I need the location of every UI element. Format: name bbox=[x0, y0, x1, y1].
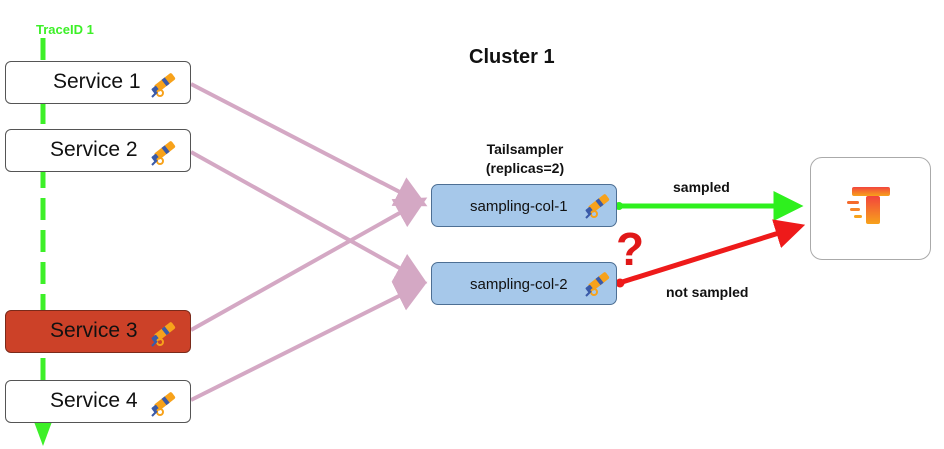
service-2-box[interactable]: Service 2 bbox=[5, 129, 191, 172]
service-1-box[interactable]: Service 1 bbox=[5, 61, 191, 104]
trace-label: TraceID 1 bbox=[36, 22, 94, 37]
service-edges bbox=[190, 82, 428, 402]
service-label: Service 2 bbox=[50, 138, 138, 161]
sampling-col-1-box[interactable]: sampling-col-1 bbox=[431, 184, 617, 227]
trace-arrowhead bbox=[33, 419, 53, 446]
edge-service-1-to-col-1 bbox=[190, 82, 428, 207]
not-sampled-edge bbox=[618, 219, 806, 286]
tailsampler-title: Tailsampler (replicas=2) bbox=[470, 140, 580, 178]
sampled-label: sampled bbox=[673, 179, 730, 195]
telescope-icon bbox=[582, 188, 614, 225]
telescope-icon bbox=[148, 135, 180, 172]
not-sampled-label: not sampled bbox=[666, 284, 749, 300]
not-sampled-edge-start-dot bbox=[615, 278, 625, 288]
collector-label: sampling-col-1 bbox=[470, 198, 568, 215]
telescope-icon bbox=[148, 316, 180, 353]
tailsampler-replicas: (replicas=2) bbox=[485, 160, 565, 176]
sampled-edge-start-dot bbox=[615, 202, 623, 210]
service-label: Service 4 bbox=[50, 389, 138, 412]
question-mark: ? bbox=[616, 223, 645, 275]
telescope-icon bbox=[148, 67, 180, 104]
service-4-box[interactable]: Service 4 bbox=[5, 380, 191, 423]
service-3-box[interactable]: Service 3 bbox=[5, 310, 191, 353]
telescope-icon bbox=[582, 266, 614, 303]
edge-service-2-to-col-2 bbox=[190, 150, 428, 284]
service-label: Service 1 bbox=[53, 70, 141, 93]
tracing-backend-box[interactable] bbox=[810, 157, 931, 260]
sampling-col-2-box[interactable]: sampling-col-2 bbox=[431, 262, 617, 305]
telescope-icon bbox=[148, 386, 180, 423]
collector-label: sampling-col-2 bbox=[470, 276, 568, 293]
service-label: Service 3 bbox=[50, 319, 138, 342]
cluster-title: Cluster 1 bbox=[469, 46, 555, 68]
tailsampler-name: Tailsampler bbox=[486, 141, 564, 157]
tracing-backend-logo-icon bbox=[846, 181, 896, 236]
edge-service-4-to-col-2 bbox=[190, 281, 428, 402]
edge-service-3-to-col-1 bbox=[190, 197, 428, 332]
